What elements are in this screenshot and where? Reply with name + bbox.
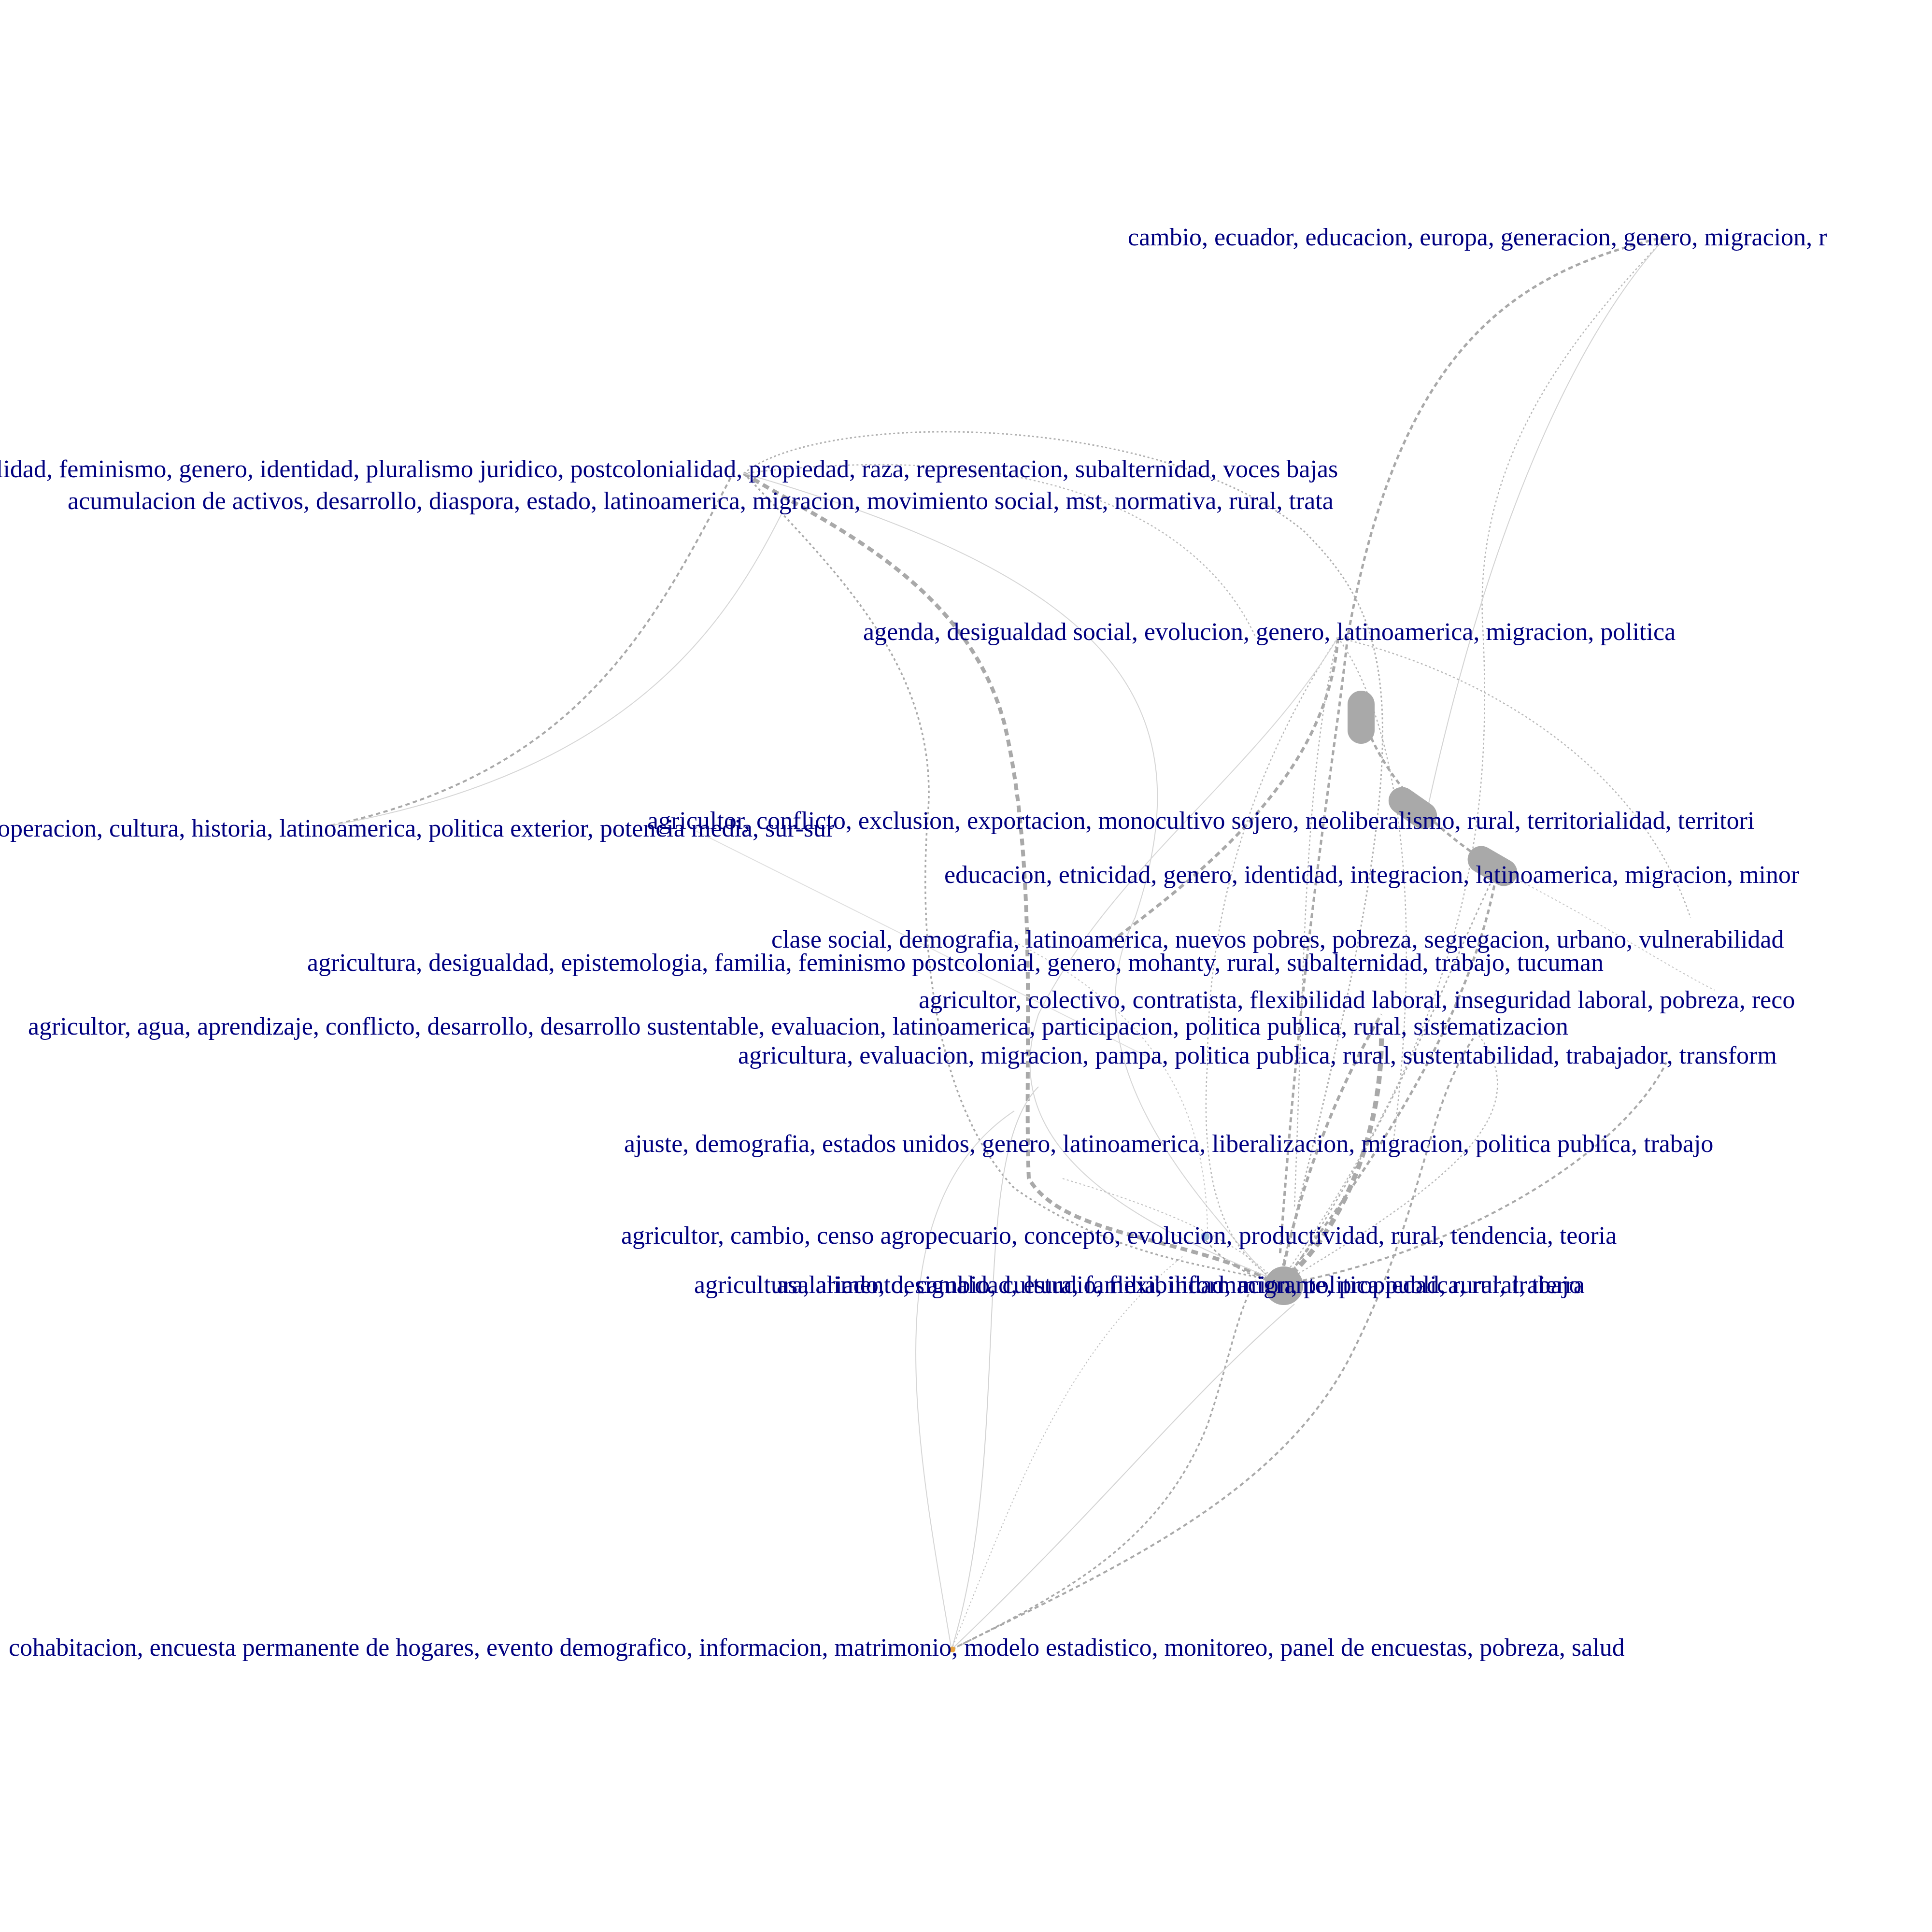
edge xyxy=(1202,1236,1266,1281)
edge xyxy=(695,830,1160,1063)
edge xyxy=(1279,1013,1383,1285)
edge xyxy=(1029,637,1338,1280)
node-label-agricultor-colectivo: agricultor, colectivo, contratista, flex… xyxy=(919,986,1795,1014)
node-agricultor-conflicto-marker xyxy=(1388,787,1437,829)
edge xyxy=(951,1279,1257,1650)
edge xyxy=(1110,637,1339,943)
edge xyxy=(743,464,1257,638)
edge xyxy=(1278,1038,1384,1287)
edge xyxy=(1497,869,1715,991)
edge xyxy=(742,471,1271,1282)
edge xyxy=(1279,235,1667,1256)
node-label-agenda: agenda, desigualdad social, evolucion, g… xyxy=(863,618,1676,646)
edge-layer xyxy=(328,235,1715,1650)
node-educacion-marker xyxy=(1467,846,1518,886)
edge xyxy=(1284,869,1499,1281)
edge xyxy=(951,1304,1295,1650)
node-agenda-marker xyxy=(1348,691,1375,744)
edge xyxy=(1337,637,1407,1160)
edge xyxy=(328,470,735,827)
edge xyxy=(1205,637,1339,1281)
edge xyxy=(915,1110,1015,1650)
node-label-cooperacion: operacion, cultura, historia, latinoamer… xyxy=(0,815,834,842)
node-label-feminismo: lidad, feminismo, genero, identidad, plu… xyxy=(0,455,1338,483)
edge xyxy=(328,511,783,826)
node-asalariado-marker xyxy=(1264,1266,1303,1305)
node-label-agricultor-agua: agricultor, agua, aprendizaje, conflicto… xyxy=(28,1013,1568,1040)
edge xyxy=(1284,869,1498,1283)
node-label-clase: clase social, demografia, latinoamerica,… xyxy=(771,926,1784,953)
node-label-ajuste: ajuste, demografia, estados unidos, gene… xyxy=(624,1130,1713,1158)
edge xyxy=(951,1037,1474,1650)
edge xyxy=(1284,236,1667,1276)
edge xyxy=(951,1086,1039,1650)
node-label-agricultura-desigualdad: agricultura, desigualdad, epistemologia,… xyxy=(307,949,1604,977)
node-label-cohabitacion: cohabitacion, encuesta permanente de hog… xyxy=(9,1634,1625,1662)
edge xyxy=(1062,1178,1276,1280)
label-layer: cambio, ecuador, educacion, europa, gene… xyxy=(0,224,1827,1662)
edge xyxy=(1424,236,1667,822)
node-label-agricultor-cambio: agricultor, cambio, censo agropecuario, … xyxy=(621,1222,1617,1250)
edge xyxy=(743,431,1383,1276)
node-label-agricultura-evaluacion: agricultura, evaluacion, migracion, pamp… xyxy=(738,1042,1777,1069)
node-layer xyxy=(950,691,1518,1652)
edge xyxy=(951,1255,1184,1650)
node-label-cambio: cambio, ecuador, educacion, europa, gene… xyxy=(1128,224,1827,251)
node-label-agricultura-alimento: agricultura, alimento, cambio, cultura, … xyxy=(694,1271,1585,1299)
node-label-asalariado: asalariado, desigualdad, estudio, flexib… xyxy=(777,1271,1581,1299)
node-small-blue xyxy=(1201,1232,1209,1241)
node-label-acumulacion: acumulacion de activos, desarrollo, dias… xyxy=(68,487,1334,515)
edge xyxy=(1279,1028,1498,1286)
node-label-educacion: educacion, etnicidad, genero, identidad,… xyxy=(944,861,1799,889)
node-small-orange xyxy=(950,1647,955,1652)
node-label-agricultor-conflicto: agricultor, conflicto, exclusion, export… xyxy=(647,807,1754,835)
edge xyxy=(743,473,1271,1280)
edge xyxy=(1014,941,1208,1237)
